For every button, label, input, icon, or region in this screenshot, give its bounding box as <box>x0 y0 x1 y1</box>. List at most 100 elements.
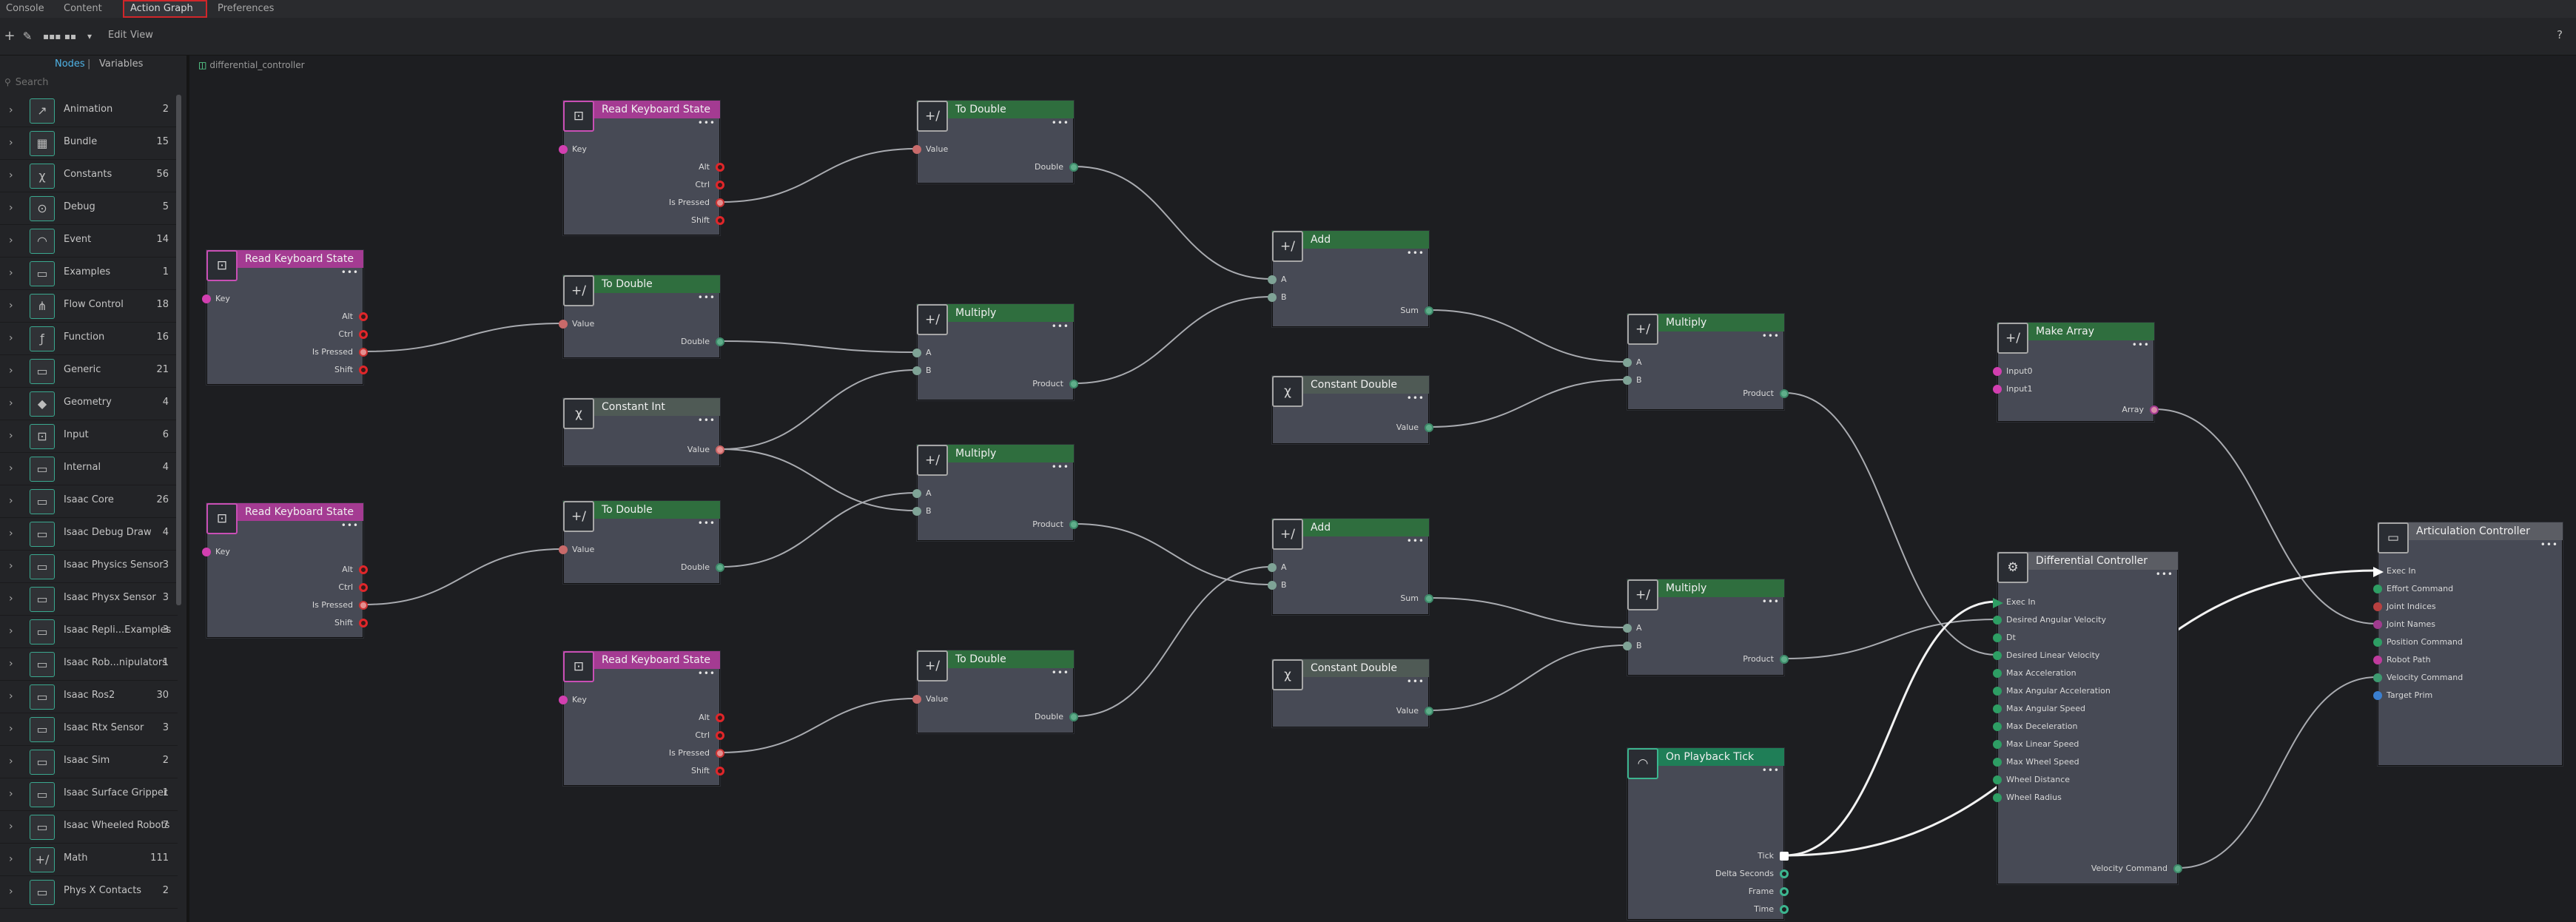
graph-canvas[interactable]: ◫differential_controller ⊡Read Keyboard … <box>189 55 2576 922</box>
more-options-icon[interactable]: ••• <box>2131 340 2150 350</box>
chevron-right-icon[interactable]: › <box>9 625 13 637</box>
add-graph-icon[interactable]: + <box>4 28 16 44</box>
input-pin[interactable] <box>912 349 921 357</box>
input-pin[interactable] <box>1993 598 2003 608</box>
input-pin[interactable] <box>202 548 211 556</box>
dropdown-chevron-icon[interactable]: ▾ <box>87 31 93 41</box>
chevron-right-icon[interactable]: › <box>9 235 13 246</box>
input-pin[interactable] <box>1993 722 2002 731</box>
output-pin[interactable] <box>1425 306 1433 315</box>
output-pin[interactable] <box>359 330 368 339</box>
input-pin[interactable] <box>1993 385 2002 394</box>
more-options-icon[interactable]: ••• <box>1761 596 1780 607</box>
input-pin[interactable] <box>1993 775 2002 784</box>
more-options-icon[interactable]: ••• <box>697 668 716 679</box>
input-pin[interactable] <box>1993 687 2002 696</box>
more-options-icon[interactable]: ••• <box>340 520 359 531</box>
more-options-icon[interactable]: ••• <box>697 118 716 128</box>
more-options-icon[interactable]: ••• <box>1406 248 1425 258</box>
output-pin[interactable] <box>1069 713 1078 721</box>
input-pin[interactable] <box>912 489 921 498</box>
input-pin[interactable] <box>1623 624 1632 633</box>
input-pin[interactable] <box>1268 563 1277 572</box>
more-options-icon[interactable]: ••• <box>1761 765 1780 775</box>
input-pin[interactable] <box>1268 293 1277 302</box>
input-pin[interactable] <box>1993 633 2002 642</box>
more-options-icon[interactable]: ••• <box>1051 462 1069 472</box>
more-options-icon[interactable]: ••• <box>1051 667 1069 678</box>
output-pin[interactable] <box>2173 864 2182 873</box>
tab-variables[interactable]: Variables <box>99 58 144 70</box>
sidebar-scrollbar[interactable] <box>176 95 181 605</box>
more-options-icon[interactable]: ••• <box>1051 118 1069 128</box>
chevron-right-icon[interactable]: › <box>9 593 13 605</box>
input-pin[interactable] <box>2373 567 2384 577</box>
input-pin[interactable] <box>559 320 568 329</box>
output-pin[interactable] <box>2150 406 2159 414</box>
output-pin[interactable] <box>716 563 724 572</box>
chevron-right-icon[interactable]: › <box>9 462 13 474</box>
output-pin[interactable] <box>716 749 724 758</box>
layout-icon[interactable]: ▪▪▪ <box>43 31 61 41</box>
edit-pencil-icon[interactable]: ✎ <box>22 30 33 43</box>
output-pin[interactable] <box>716 198 724 207</box>
input-pin[interactable] <box>1623 642 1632 650</box>
input-pin[interactable] <box>1268 581 1277 590</box>
output-pin[interactable] <box>1780 389 1789 398</box>
more-options-icon[interactable]: ••• <box>1761 331 1780 341</box>
output-pin[interactable] <box>716 445 724 454</box>
output-pin[interactable] <box>359 565 368 574</box>
tab-content[interactable]: Content <box>64 3 102 14</box>
chevron-right-icon[interactable]: › <box>9 528 13 539</box>
chevron-right-icon[interactable]: › <box>9 886 13 898</box>
search-input[interactable]: ⚲Search <box>4 75 179 90</box>
more-options-icon[interactable]: ••• <box>697 292 716 303</box>
output-pin[interactable] <box>1780 655 1789 664</box>
input-pin[interactable] <box>2373 585 2382 593</box>
chevron-right-icon[interactable]: › <box>9 365 13 377</box>
output-pin[interactable] <box>359 366 368 374</box>
chevron-right-icon[interactable]: › <box>9 821 13 832</box>
chevron-right-icon[interactable]: › <box>9 300 13 312</box>
tab-nodes[interactable]: Nodes <box>55 58 85 70</box>
chevron-right-icon[interactable]: › <box>9 397 13 409</box>
input-pin[interactable] <box>912 695 921 704</box>
input-pin[interactable] <box>1268 275 1277 284</box>
chevron-right-icon[interactable]: › <box>9 560 13 572</box>
input-pin[interactable] <box>1623 358 1632 367</box>
more-options-icon[interactable]: ••• <box>1406 393 1425 403</box>
input-pin[interactable] <box>1993 616 2002 625</box>
output-pin[interactable] <box>1425 423 1433 432</box>
input-pin[interactable] <box>2373 620 2382 629</box>
input-pin[interactable] <box>559 545 568 554</box>
more-options-icon[interactable]: ••• <box>340 267 359 277</box>
input-pin[interactable] <box>1993 740 2002 749</box>
output-pin[interactable] <box>1780 905 1789 914</box>
input-pin[interactable] <box>1993 367 2002 376</box>
